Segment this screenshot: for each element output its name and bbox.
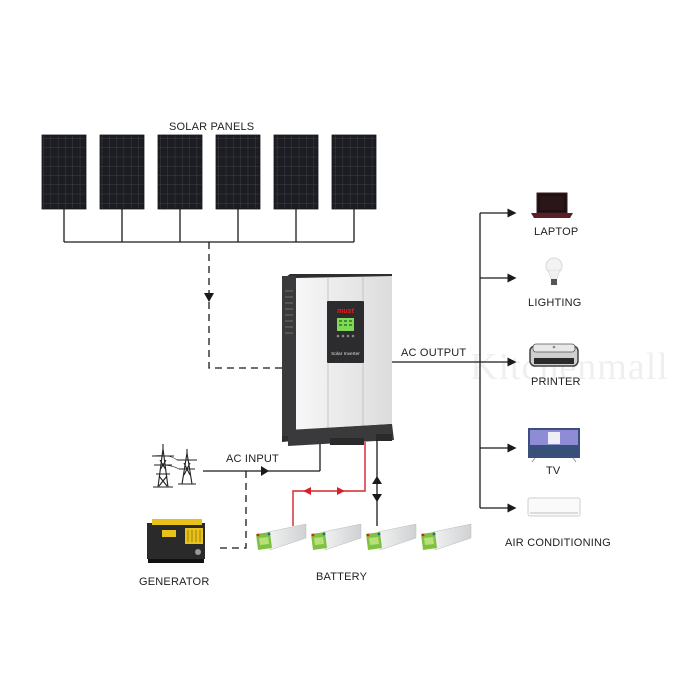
- ac-input-label: AC INPUT: [226, 453, 279, 465]
- light-bulb-icon: [545, 257, 563, 285]
- air-conditioner-icon: [527, 497, 581, 517]
- battery-icon: [366, 523, 417, 551]
- pv-dashed-line: [208, 242, 282, 369]
- load-label-laptop: LAPTOP: [534, 226, 579, 238]
- load-label-air-conditioning: AIR CONDITIONING: [505, 537, 611, 549]
- battery-icon: [421, 523, 472, 551]
- printer-icon: [529, 343, 579, 367]
- up-arrow-icon: [372, 476, 382, 484]
- solar-panel: [41, 134, 87, 210]
- solar-panel: [157, 134, 203, 210]
- load-label-printer: PRINTER: [531, 376, 581, 388]
- battery-icon: [311, 523, 362, 551]
- down-arrow-icon: [372, 494, 382, 502]
- generator-label: GENERATOR: [139, 576, 210, 588]
- dc-battery-line: [292, 442, 366, 526]
- solar-panels-label: SOLAR PANELS: [169, 121, 255, 133]
- batteries-group: [256, 523, 472, 551]
- ac-input-arrow-icon: [261, 466, 269, 476]
- battery-label: BATTERY: [316, 571, 368, 583]
- inverter-caption: Solar Inverter: [331, 351, 360, 357]
- panel-bus-wiring: [63, 209, 355, 243]
- solar-panel: [273, 134, 319, 210]
- generator-dashed-line: [216, 471, 247, 549]
- ac-output-label: AC OUTPUT: [401, 347, 467, 359]
- ac-input-wiring: [203, 444, 321, 549]
- battery-icon: [256, 523, 307, 551]
- battery-wiring: [292, 440, 382, 526]
- laptop-icon: [531, 192, 573, 218]
- generator-icon: [147, 519, 205, 563]
- solar-inverter: must Solar Inverter: [282, 274, 394, 446]
- power-grid-icon: [151, 444, 197, 488]
- load-label-tv: TV: [546, 465, 561, 477]
- load-label-lighting: LIGHTING: [528, 297, 582, 309]
- pv-arrow-icon: [204, 293, 214, 302]
- solar-panel: [215, 134, 261, 210]
- solar-panel: [99, 134, 145, 210]
- solar-panel: [331, 134, 377, 210]
- dc-arrow-left-icon: [303, 487, 311, 495]
- ac-output-wiring: [392, 208, 517, 513]
- inverter-brand: must: [337, 308, 354, 315]
- dc-arrow-right-icon: [337, 487, 345, 495]
- tv-icon: [528, 428, 580, 463]
- solar-panels-group: [41, 134, 377, 210]
